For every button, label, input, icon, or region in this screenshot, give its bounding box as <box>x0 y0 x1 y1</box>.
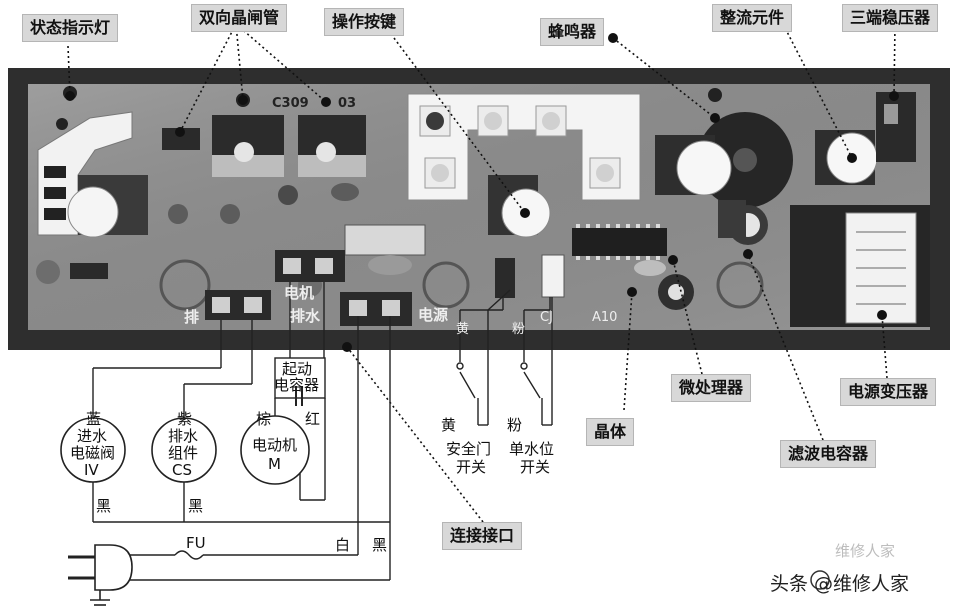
drain-unit-label-line1: 排水 <box>168 427 199 445</box>
wire-label-purple: 紫 <box>177 410 193 428</box>
callout-triac: 双向晶闸管 <box>191 4 288 32</box>
wire-label-brown: 棕 <box>256 410 272 428</box>
level-switch-line2: 开关 <box>520 458 551 476</box>
callout-mcu: 微处理器 <box>671 374 752 402</box>
mcu-chip <box>572 228 667 256</box>
pcb-label-motor: 电机 <box>284 284 315 302</box>
status-light-bracket <box>37 111 133 236</box>
pcb-label-yellow: 黄 <box>456 322 470 337</box>
pcb-label-drain: 排水 <box>290 307 321 325</box>
pcb-label-drain-left: 排 <box>184 308 200 326</box>
callout-rectifier: 整流元件 <box>712 4 793 32</box>
start-cap-line1: 起动 <box>282 360 313 378</box>
pcb-label-part-no: C309 <box>272 96 309 111</box>
callout-power-transformer: 电源变压器 <box>840 378 937 406</box>
pcb-label-power: 电源 <box>418 306 449 324</box>
power-plug-icon <box>68 544 133 606</box>
wiring-schematic <box>92 282 553 581</box>
motor-symbol <box>240 415 310 485</box>
pcb-label-cj: CJ <box>540 310 553 325</box>
callout-connector: 连接接口 <box>442 522 523 550</box>
callout-buzzer: 蜂鸣器 <box>540 18 605 46</box>
start-cap-line2: 电容器 <box>274 376 320 394</box>
valve-label-line1: 进水 <box>77 427 108 445</box>
inlet-valve-symbol <box>60 417 126 483</box>
watermark-main: 头条 @维修人家 <box>770 573 910 595</box>
wire-label-red: 红 <box>305 410 321 428</box>
wire-label-door: 黄 <box>441 416 457 434</box>
watermark-faint: 维修人家 <box>835 542 896 560</box>
watermark-logo-icon <box>810 570 830 590</box>
valve-label-code: IV <box>84 461 99 479</box>
callout-crystal: 晶体 <box>586 418 635 446</box>
callout-buttons: 操作按键 <box>324 8 405 36</box>
wire-label-white: 白 <box>335 536 351 554</box>
drain-unit-label-line2: 组件 <box>168 444 199 462</box>
wire-label-black-right: 黑 <box>372 536 388 554</box>
callout-regulator: 三端稳压器 <box>842 4 939 32</box>
wire-label-blue: 蓝 <box>86 410 102 428</box>
wire-label-level: 粉 <box>507 416 523 434</box>
door-switch-line1: 安全门 <box>446 440 492 458</box>
regulator <box>876 92 916 162</box>
leader-lines <box>67 23 896 523</box>
drain-unit-symbol <box>151 417 217 483</box>
pcb-label-part-no-b: 03 <box>338 96 357 111</box>
motor-label-line1: 电动机 <box>252 436 298 454</box>
motor-label-code: M <box>268 455 281 473</box>
button-frame <box>407 93 641 201</box>
wire-label-black-left: 黑 <box>96 497 112 515</box>
pcb-label-a10: A10 <box>592 310 618 325</box>
door-switch-line2: 开关 <box>456 458 487 476</box>
wire-label-black-mid: 黑 <box>188 497 204 515</box>
drain-unit-label-code: CS <box>172 461 192 479</box>
callout-status-light: 状态指示灯 <box>22 14 119 42</box>
valve-label-line2: 电磁阀 <box>70 444 116 462</box>
level-switch-line1: 单水位 <box>509 440 555 458</box>
pcb-label-pink: 粉 <box>512 322 526 337</box>
callout-filter-cap: 滤波电容器 <box>780 440 877 468</box>
fuse-label: FU <box>186 534 206 552</box>
